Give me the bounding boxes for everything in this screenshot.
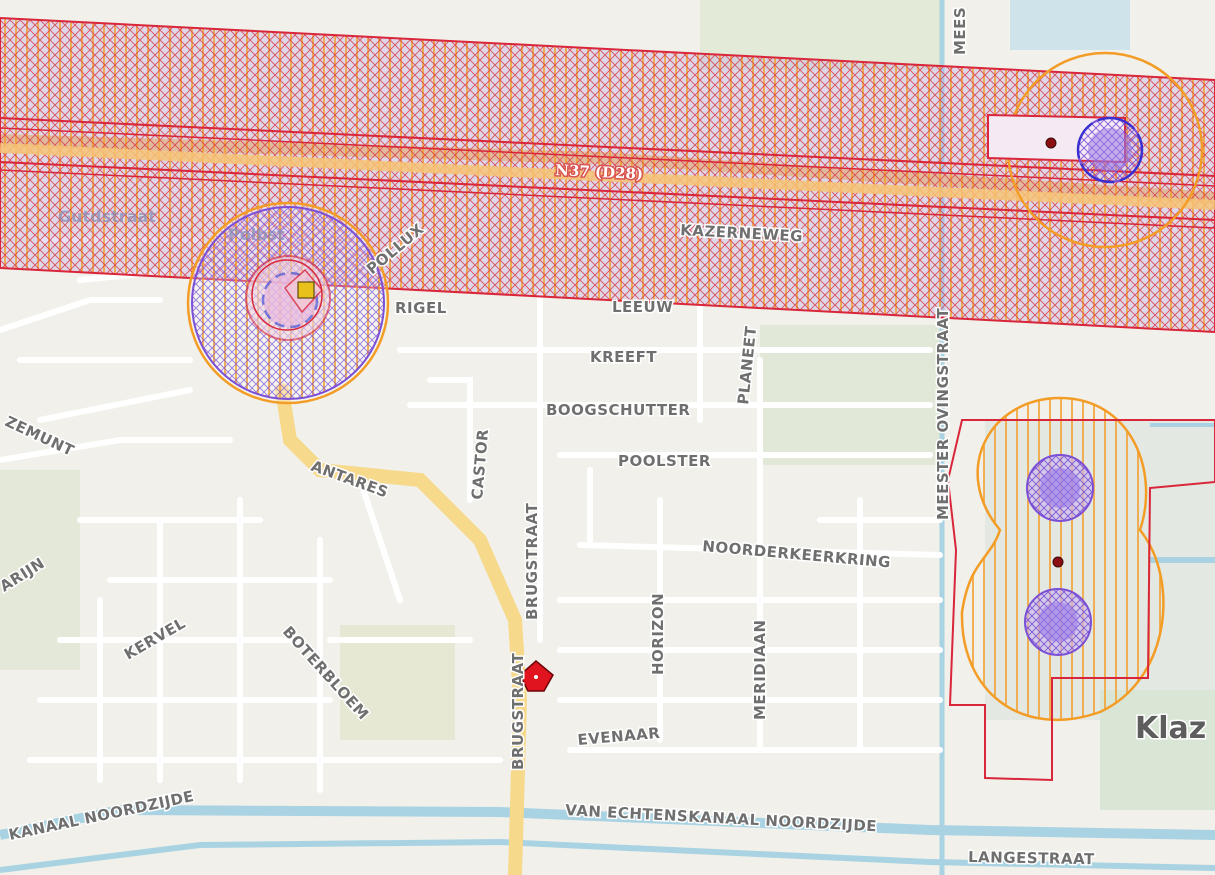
diamond-marker-icon[interactable] bbox=[519, 660, 554, 692]
street-label-kreeft: KREEFT bbox=[590, 348, 657, 366]
road-shield: N37 (D28) bbox=[553, 160, 645, 185]
risk-zone-northeast bbox=[987, 51, 1204, 249]
street-label-boogschutter: BOOGSCHUTTER bbox=[546, 401, 690, 419]
faint-label-west: Gutdstraat bbox=[58, 207, 156, 226]
square-marker-icon[interactable] bbox=[297, 281, 315, 299]
street-label-meridiaan: MERIDIAAN bbox=[751, 619, 769, 720]
risk-zone-west bbox=[186, 201, 390, 405]
place-label: Klaz bbox=[1135, 711, 1206, 746]
street-label-poolster: POOLSTER bbox=[618, 452, 711, 470]
street-label-brugstraat-north: BRUGSTRAAT bbox=[523, 502, 541, 620]
street-network bbox=[0, 237, 943, 793]
street-label-brugstraat-south: BRUGSTRAAT bbox=[509, 652, 527, 770]
risk-zone-east bbox=[946, 396, 1215, 782]
street-label-meester-top: MEES bbox=[951, 7, 969, 55]
street-label-horizon: HORIZON bbox=[649, 593, 667, 675]
road-shield-label: N37 (D28) bbox=[555, 161, 644, 183]
street-label-rigel: RIGEL bbox=[395, 299, 447, 317]
street-label-meester-ovingstraat: MEESTER OVINGSTRAAT bbox=[934, 307, 952, 520]
storage-tank-south bbox=[1024, 588, 1092, 656]
street-label-leeuw: LEEUW bbox=[612, 298, 673, 316]
street-label-langestraat: LANGESTRAAT bbox=[968, 848, 1095, 868]
faint-label-polder: Polbst bbox=[228, 225, 285, 244]
storage-tank-north bbox=[1026, 454, 1094, 522]
